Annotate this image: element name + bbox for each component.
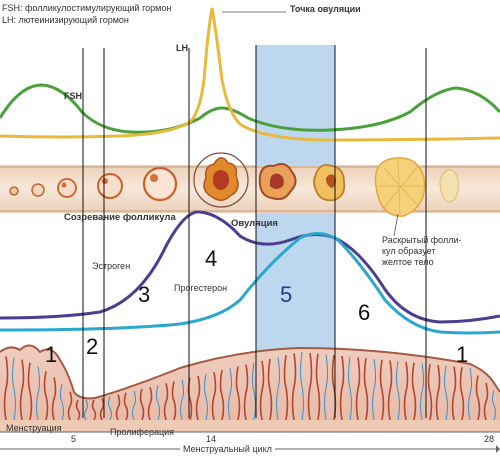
endometrial-gland [403, 361, 409, 421]
cycle-label: Менструальный цикл [180, 445, 275, 454]
endometrial-gland [411, 362, 417, 421]
phase-number-1: 1 [45, 342, 58, 367]
phase-dividers [82, 45, 427, 418]
corpus-luteum-label: Раскрытый фолли- кул образует желтое тел… [382, 235, 462, 267]
blood-vessel [492, 390, 496, 421]
endometrial-gland [363, 358, 369, 421]
legend-fsh: FSH: фолликулостимулирующий гормон [2, 3, 172, 13]
corpus-luteum-pointer [393, 213, 399, 237]
endometrium-base [0, 420, 500, 432]
blood-vessel [156, 385, 160, 421]
endometrial-gland [387, 360, 393, 421]
endometrial-gland [379, 359, 385, 421]
endometrial-gland [171, 381, 177, 421]
endometrial-gland [147, 386, 153, 421]
proliferation-label: Пролиферация [110, 427, 175, 437]
blood-vessel [444, 365, 448, 421]
blood-vessel [12, 357, 16, 421]
endometrium [0, 345, 500, 432]
blood-vessel [180, 379, 184, 421]
fsh-curve [0, 83, 500, 134]
day-tick-5: 5 [71, 434, 77, 444]
follicle-maturation-label: Созревание фолликула [64, 212, 176, 223]
endometrial-gland [307, 352, 313, 421]
endometrial-gland [219, 370, 225, 421]
endometrial-gland [75, 399, 81, 421]
blood-vessel [372, 358, 376, 421]
endometrial-gland [427, 364, 433, 421]
endometrial-gland [51, 377, 57, 421]
endometrial-gland [211, 371, 217, 421]
blood-vessel [348, 356, 352, 421]
blood-vessel [420, 363, 424, 421]
endometrial-gland [355, 357, 361, 421]
endometrial-gland [99, 398, 105, 421]
blood-vessel [132, 390, 136, 421]
endometrial-gland [435, 364, 441, 421]
phase-number-5: 5 [280, 282, 293, 307]
endometrial-gland [27, 362, 33, 421]
endometrial-gland [163, 383, 169, 421]
fsh-curve-label: FSH [64, 91, 82, 101]
phase-number-1-end: 1 [456, 342, 469, 367]
endometrial-gland [19, 359, 25, 421]
lh-curve [0, 7, 500, 142]
endometrial-gland [459, 367, 465, 421]
corpus-luteum [374, 157, 426, 217]
endometrial-gland [259, 360, 265, 421]
blood-vessel [252, 362, 256, 421]
phase-number-6: 6 [358, 300, 371, 325]
phase-number-2: 2 [86, 334, 99, 359]
endometrial-gland [243, 364, 249, 421]
endometrial-gland [195, 375, 201, 421]
legend-lh: LH: лютеинизирующий гормон [2, 15, 129, 25]
cycle-arrow-head [496, 445, 500, 453]
blood-vessel [468, 367, 472, 421]
endometrial-gland [451, 366, 457, 421]
day-tick-28: 28 [484, 434, 495, 444]
blood-vessel [324, 354, 328, 421]
phase-number-3: 3 [138, 282, 151, 307]
estrogen-curve [0, 210, 500, 324]
blood-vessel [300, 352, 304, 421]
endometrial-gland [339, 355, 345, 421]
endometrial-gland [291, 353, 297, 421]
endometrial-gland [91, 399, 97, 421]
endometrial-gland [235, 366, 241, 421]
phase-number-4: 4 [205, 246, 218, 271]
day-tick-14: 14 [206, 434, 217, 444]
endometrium-surface [0, 344, 500, 400]
endometrial-gland [43, 371, 49, 421]
endometrial-gland [315, 353, 321, 421]
endometrial-gland [67, 391, 73, 421]
lh-curve-label: LH [176, 43, 188, 53]
progesterone-label: Прогестерон [174, 283, 228, 293]
endometrial-gland [267, 358, 273, 421]
endometrial-gland [3, 356, 9, 421]
blood-vessel [84, 399, 88, 421]
ovulation-label: Овуляция [231, 218, 278, 229]
ovulation-ring [193, 152, 249, 208]
progesterone-curve [0, 232, 500, 335]
endometrial-gland [283, 355, 289, 421]
blood-vessel [36, 366, 40, 421]
blood-vessel [228, 368, 232, 421]
endometrial-gland [483, 382, 489, 421]
blood-vessel [108, 396, 112, 421]
estrogen-label: Эстроген [92, 261, 131, 271]
endometrial-gland [475, 375, 481, 421]
blood-vessel [60, 383, 64, 421]
blood-vessel [396, 361, 400, 421]
blood-vessel [276, 357, 280, 421]
menstruation-label: Менструация [6, 423, 62, 433]
endometrial-gland [123, 392, 129, 421]
endometrial-gland [139, 388, 145, 421]
ovulation-point-label: Точка овуляции [290, 4, 361, 14]
endometrial-gland [115, 394, 121, 421]
blood-vessel [204, 373, 208, 421]
